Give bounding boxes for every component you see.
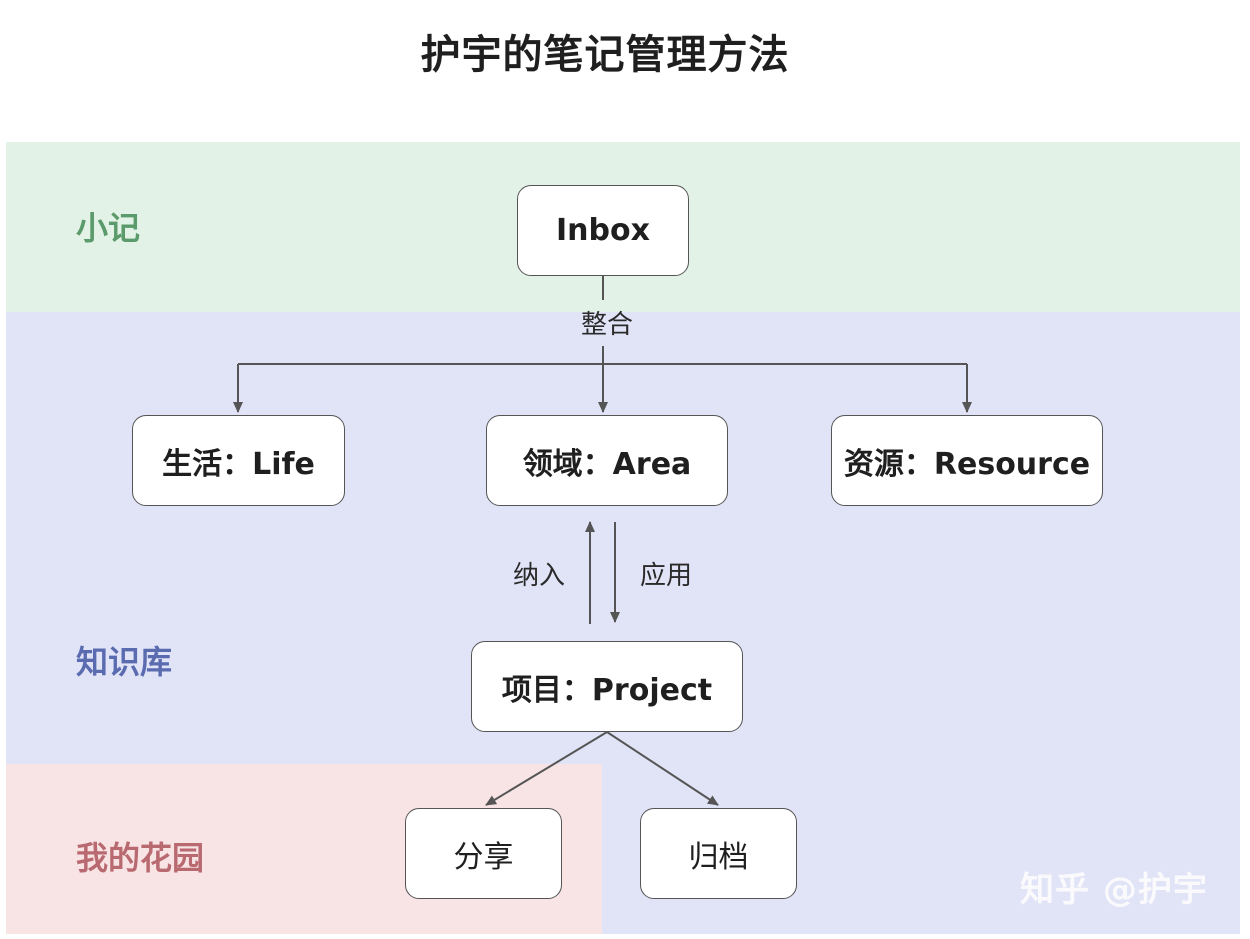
edge-project-to-share xyxy=(485,731,608,806)
band-label-xiaoji: 小记 xyxy=(76,209,141,247)
node-archive: 归档 xyxy=(640,808,797,899)
node-resource: 资源：Resource xyxy=(831,415,1103,506)
edge-label-include: 纳入 xyxy=(513,561,566,591)
node-project: 项目：Project xyxy=(471,641,743,732)
band-label-my-garden: 我的花园 xyxy=(76,839,205,877)
watermark: 知乎 @护宇 xyxy=(1020,870,1208,910)
edge-label-integrate: 整合 xyxy=(581,310,634,340)
edge-label-apply: 应用 xyxy=(640,561,693,591)
node-life: 生活：Life xyxy=(132,415,345,506)
edge-project-to-archive xyxy=(606,731,719,806)
node-share: 分享 xyxy=(405,808,562,899)
node-inbox: Inbox xyxy=(517,185,689,276)
node-area: 领域：Area xyxy=(486,415,728,506)
diagram-title: 护宇的笔记管理方法 xyxy=(420,32,790,78)
band-label-knowledge-base: 知识库 xyxy=(76,643,173,681)
